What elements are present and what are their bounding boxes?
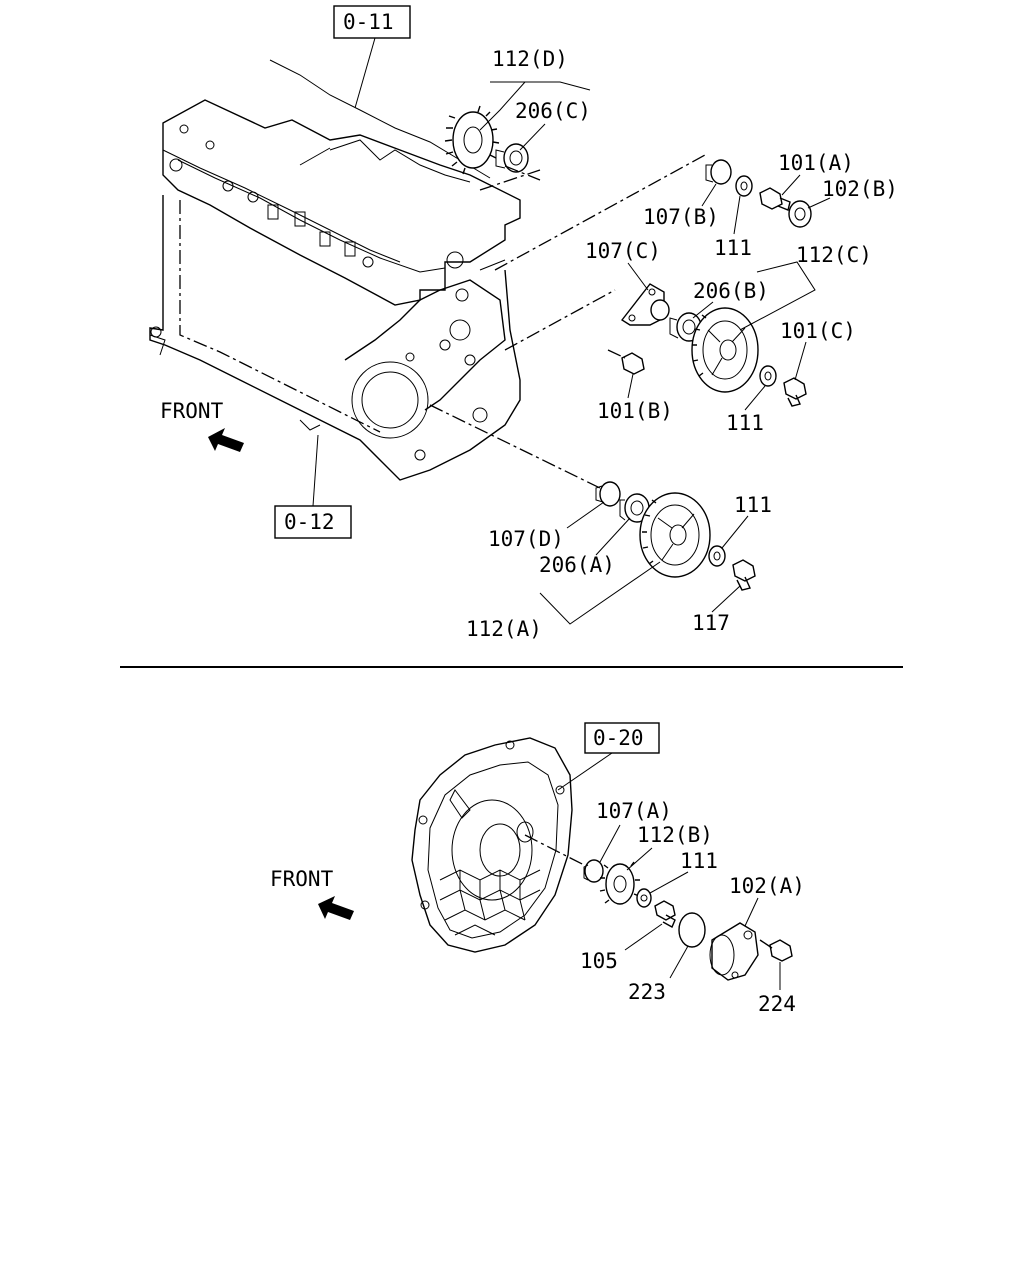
bushing-102B-drawing [788,200,812,228]
callout-206A: 206(A) [539,553,615,577]
oring-223-drawing [678,912,706,948]
callout-107B: 107(B) [643,205,719,229]
callout-112C: 112(C) [796,243,872,267]
callout-206C: 206(C) [515,99,591,123]
bushing-107D-drawing [595,481,621,507]
bolt-224-drawing [759,939,793,962]
reference-label-0-20: 0-20 [593,726,644,750]
engine-block-drawing [149,59,521,481]
bolt-105-drawing [654,900,676,928]
callout-112A: 112(A) [466,617,542,641]
callout-102A: 102(A) [729,874,805,898]
reference-box-0-20: 0-20 [584,722,660,754]
washer-111-top-drawing [735,175,753,197]
washer-111-mid-drawing [759,365,777,387]
reference-label-0-12: 0-12 [284,510,335,534]
bushing-107B-drawing [705,159,732,185]
callout-107D: 107(D) [488,527,564,551]
callout-107C: 107(C) [585,239,661,263]
callout-102B: 102(B) [822,177,898,201]
front-label-bottom: FRONT [270,867,334,891]
gear-112A-drawing [639,492,711,578]
gear-112B-drawing [599,861,640,905]
gear-112C-drawing [691,307,759,393]
front-arrow-bottom-icon [318,896,354,920]
callout-206B: 206(B) [693,279,769,303]
reference-label-0-11: 0-11 [343,10,394,34]
callout-111-mid: 111 [726,411,764,435]
front-label-top: FRONT [160,399,224,423]
callout-223: 223 [628,980,666,1004]
callout-112D: 112(D) [492,47,568,71]
callout-117: 117 [692,611,730,635]
flywheel-housing-drawing [411,737,573,953]
shaft-107C-drawing [620,283,670,326]
callout-101B: 101(B) [597,399,673,423]
callout-224: 224 [758,992,796,1016]
bearing-206C-drawing [495,143,529,173]
cover-102A-drawing [709,922,759,981]
bolt-101B-drawing [607,349,645,375]
gear-112D-drawing [444,105,500,175]
washer-111-low-drawing [708,545,726,567]
callout-101A: 101(A) [778,151,854,175]
bolt-101A-drawing [759,187,791,211]
bolt-117-drawing [732,559,756,591]
callout-105: 105 [580,949,618,973]
callout-112B: 112(B) [637,823,713,847]
reference-box-0-11: 0-11 [333,5,411,39]
bolt-101C-drawing [783,377,807,407]
callout-107A: 107(A) [596,799,672,823]
callout-101C: 101(C) [780,319,856,343]
reference-box-0-12: 0-12 [274,505,352,539]
front-arrow-top-icon [208,428,244,452]
callout-111-low: 111 [734,493,772,517]
bushing-107A-drawing [583,859,604,883]
callout-111-bottom: 111 [680,849,718,873]
washer-111-bottom-drawing [636,888,652,908]
callout-111-top: 111 [714,236,752,260]
